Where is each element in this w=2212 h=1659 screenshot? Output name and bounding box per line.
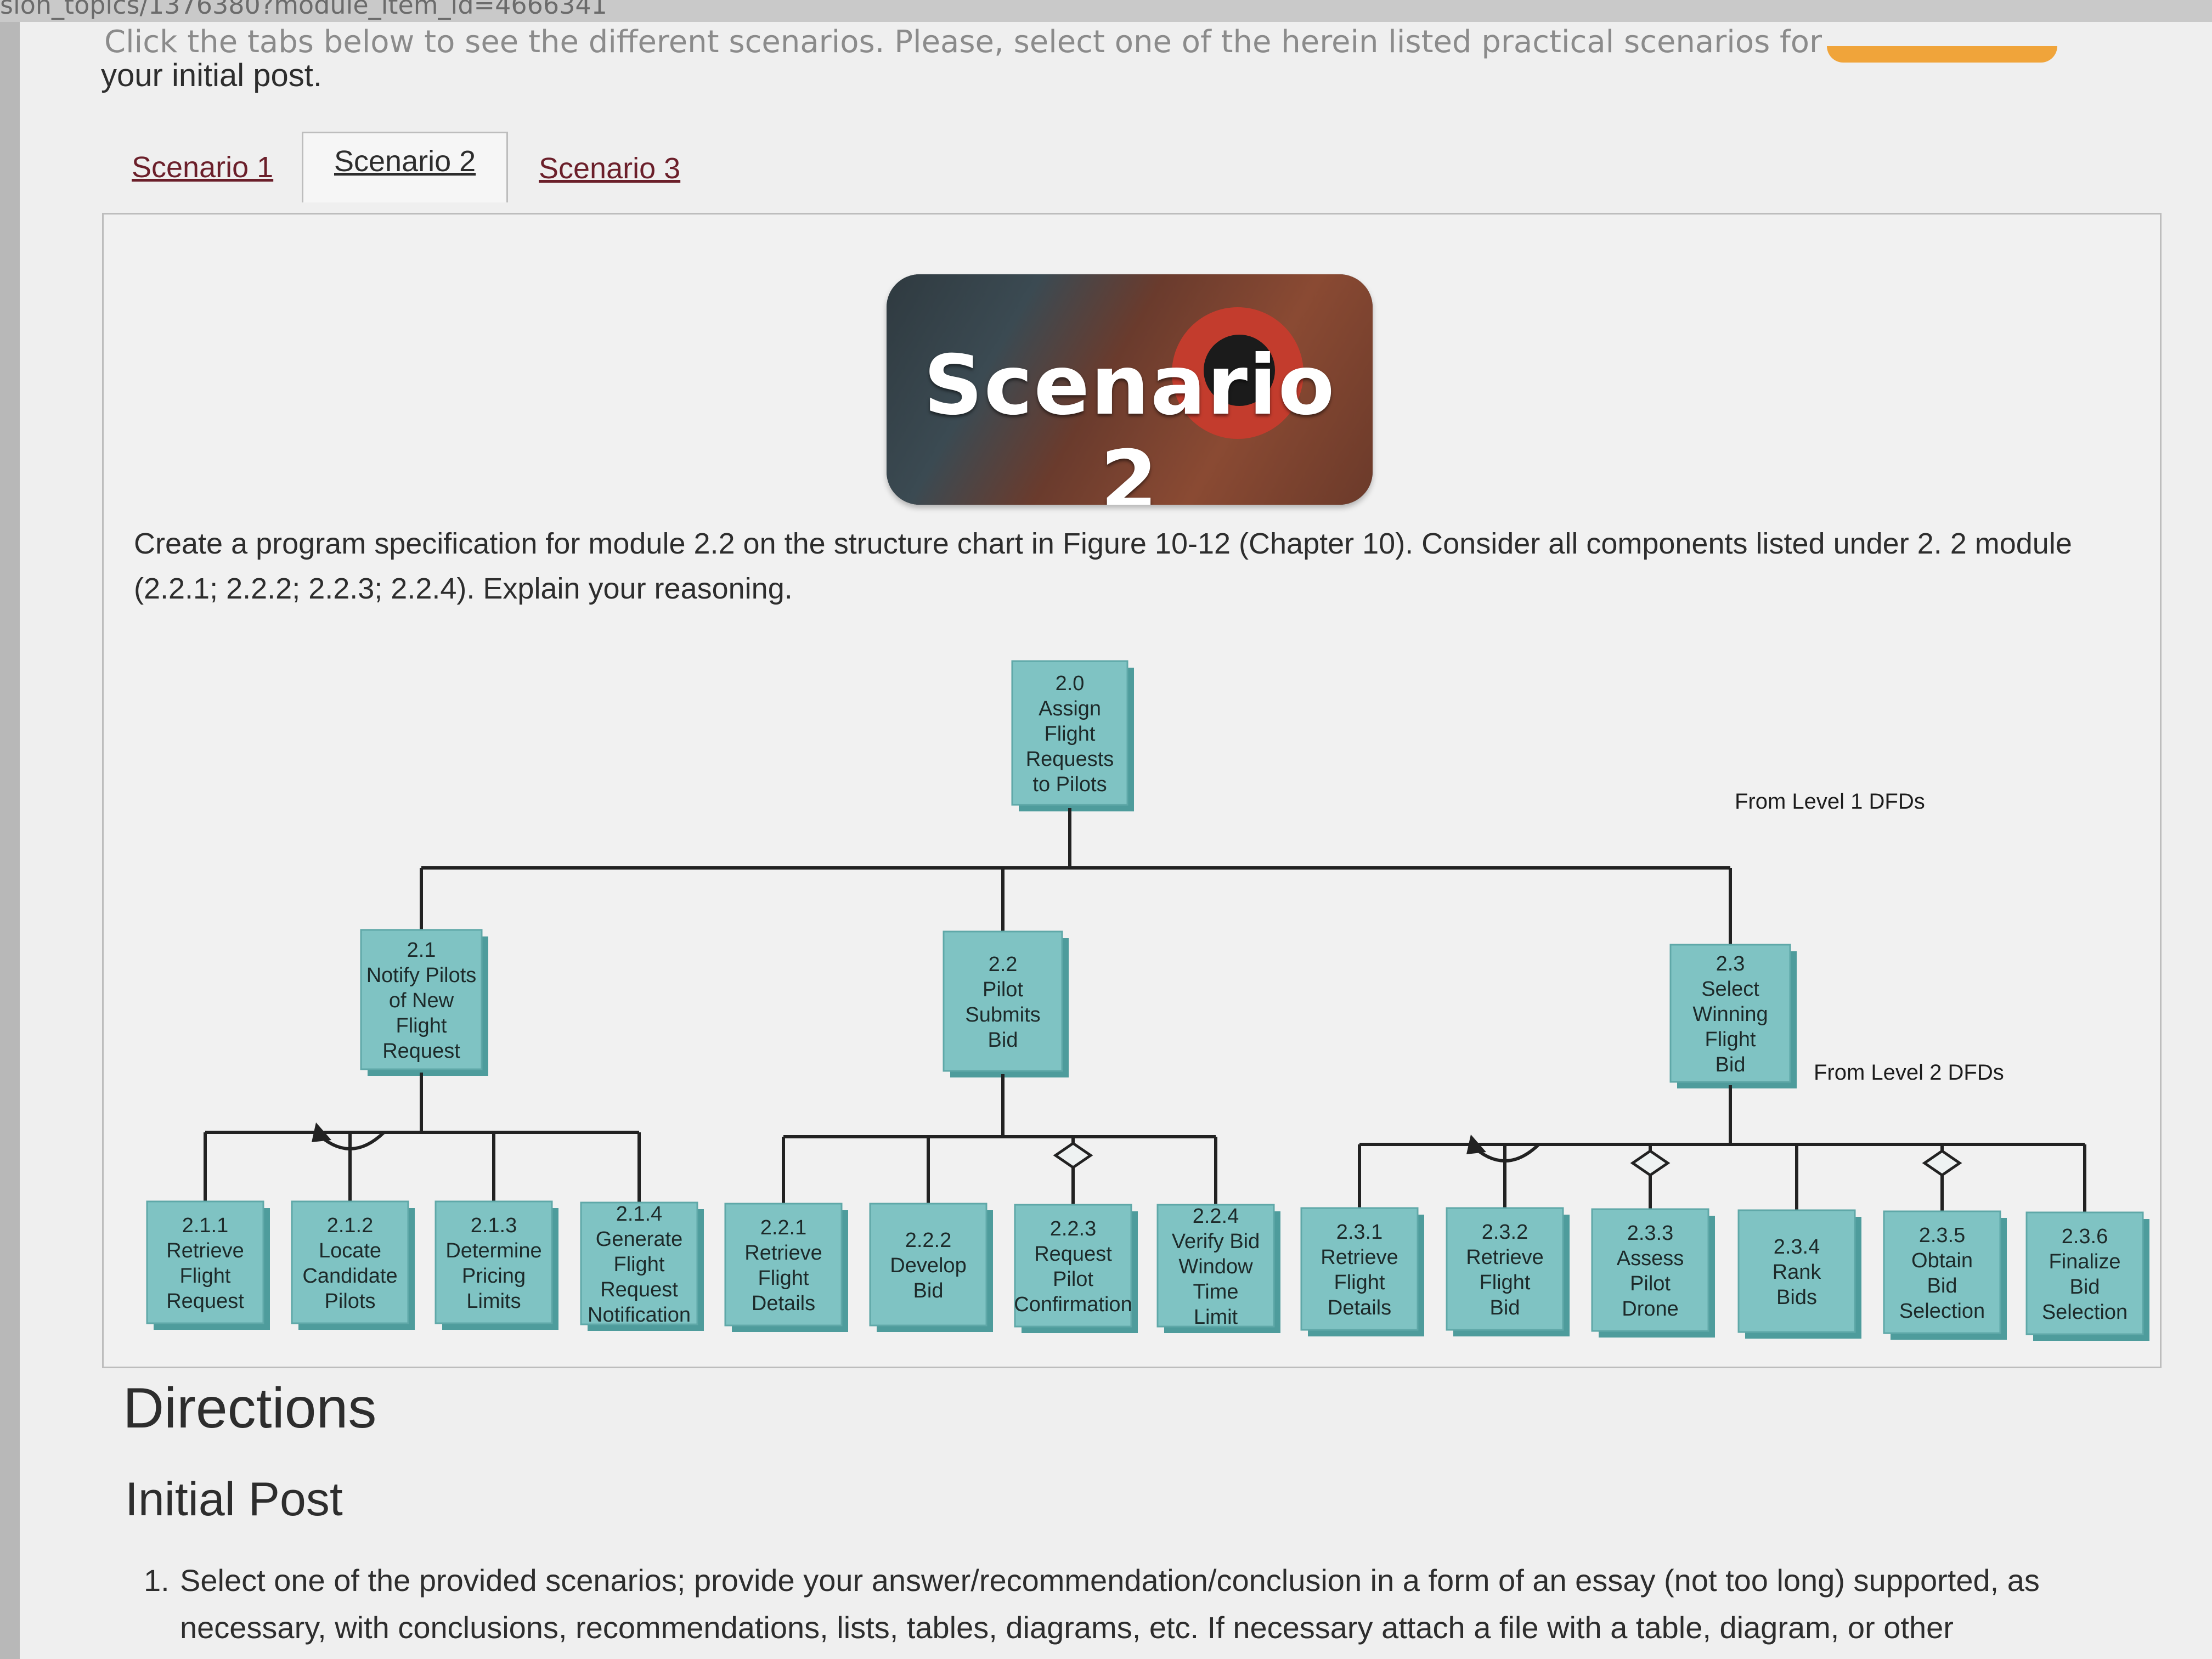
directions-heading: Directions (123, 1376, 377, 1440)
tab-scenario-2[interactable]: Scenario 2 (302, 132, 509, 202)
tab-scenario-3[interactable]: Scenario 3 (539, 152, 681, 185)
url-text: sion_topics/1376380?module_item_id=46663… (0, 0, 607, 20)
badge-title: Scenario 2 (923, 338, 1336, 505)
orange-accent-tab[interactable] (1827, 46, 2057, 63)
left-rail (0, 22, 20, 1659)
initial-post-heading: Initial Post (125, 1473, 343, 1526)
intro-text: your initial post. (101, 58, 322, 93)
step-number: 1. (144, 1563, 170, 1598)
coffee-mug-image (1172, 307, 1304, 439)
scenario-instruction: Create a program specification for modul… (134, 527, 2072, 605)
clipped-intro-line: Click the tabs below to see the differen… (104, 24, 1822, 60)
browser-url-bar[interactable]: sion_topics/1376380?module_item_id=46663… (0, 0, 2212, 22)
step-text: Select one of the provided scenarios; pr… (180, 1563, 2040, 1645)
step-1: 1. Select one of the provided scenarios;… (144, 1557, 2174, 1651)
scenario-badge: Scenario 2 (887, 274, 1373, 505)
tab-scenario-1[interactable]: Scenario 1 (132, 151, 274, 184)
